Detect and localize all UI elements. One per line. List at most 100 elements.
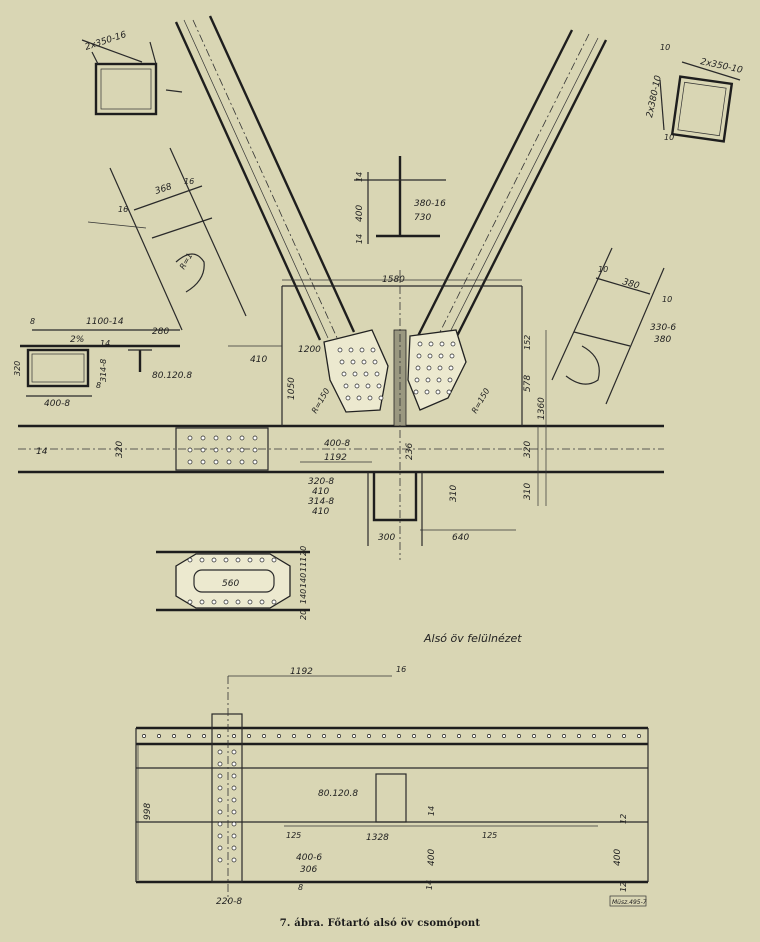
bolt-hole: [345, 395, 351, 401]
bolt-hole: [416, 353, 422, 359]
bolt-hole: [439, 341, 445, 347]
bolt-hole: [231, 773, 237, 779]
bolt-hole: [231, 785, 237, 791]
bolt-hole: [446, 389, 452, 395]
bolt-hole: [231, 821, 237, 827]
dim-152: 152: [523, 335, 532, 350]
dim-box-right-10b: 10: [664, 133, 674, 142]
bolt-hole: [502, 734, 506, 738]
bolt-hole: [425, 377, 431, 383]
bolt-hole: [217, 857, 223, 863]
bolt-hole: [217, 749, 223, 755]
bolt-hole: [226, 435, 232, 441]
bolt-hole: [426, 365, 432, 371]
bolt-hole: [607, 734, 611, 738]
bolt-hole: [412, 734, 416, 738]
dim-chord-80: 80.120.8: [152, 371, 192, 381]
dim-b12b: 12: [619, 882, 628, 892]
dim-310a: 310: [449, 485, 459, 502]
bolt-hole: [239, 459, 245, 465]
dim-chord-2pct: 2%: [70, 335, 84, 345]
bolt-hole: [365, 383, 371, 389]
bolt-hole: [252, 447, 258, 453]
dim-1192: 1192: [324, 453, 347, 463]
bolt-hole: [235, 557, 241, 563]
dim-diag-left-16b: 16: [184, 177, 194, 186]
chord-section: 8 1100-14 280 2% 14 314-8 8 320 400-8 80…: [13, 317, 192, 409]
dim-b306: 306: [300, 865, 317, 875]
bolt-hole: [271, 599, 277, 605]
dim-p140a: 140: [299, 573, 308, 588]
bolt-hole: [217, 833, 223, 839]
dim-314-8: 314-8: [308, 497, 334, 507]
bolt-hole: [187, 459, 193, 465]
bolt-hole: [217, 773, 223, 779]
bolt-hole: [211, 557, 217, 563]
bolt-hole: [213, 447, 219, 453]
dim-410c: 410: [312, 507, 329, 517]
dim-t-380: 380-16: [414, 199, 446, 209]
bolt-hole: [517, 734, 521, 738]
bolt-hole: [457, 734, 461, 738]
dim-578: 578: [523, 375, 533, 392]
dim-diag-right-330: 330-6: [650, 323, 676, 333]
bolt-hole: [350, 359, 356, 365]
bolt-hole: [231, 809, 237, 815]
bolt-hole: [348, 347, 354, 353]
dim-b998: 998: [143, 803, 153, 820]
dim-r150-left: R=150: [310, 387, 332, 415]
bolt-hole: [448, 365, 454, 371]
dim-p111: 111: [299, 557, 308, 572]
bolt-hole: [187, 734, 191, 738]
dim-b125a: 125: [286, 831, 301, 840]
bolt-hole: [374, 371, 380, 377]
dim-chord-8b: 8: [96, 381, 101, 390]
dim-320a: 320: [115, 441, 125, 458]
dim-410b: 410: [312, 487, 329, 497]
bolt-hole: [372, 359, 378, 365]
dim-box-right: 2x350-10: [699, 57, 743, 76]
bolt-hole: [217, 734, 221, 738]
bolt-hole: [562, 734, 566, 738]
bolt-hole: [142, 734, 146, 738]
bolt-hole: [367, 734, 371, 738]
bolt-hole: [217, 761, 223, 767]
bolt-hole: [223, 599, 229, 605]
dim-t-730: 730: [414, 213, 431, 223]
bolt-hole: [337, 734, 341, 738]
bolt-hole: [231, 857, 237, 863]
dim-diag-right-10b: 10: [662, 295, 672, 304]
bolt-hole: [172, 734, 176, 738]
bolt-hole: [231, 833, 237, 839]
bolt-hole: [370, 347, 376, 353]
bolt-hole: [352, 734, 356, 738]
dim-p20a: 20: [299, 546, 308, 556]
bolt-hole: [427, 353, 433, 359]
bolt-hole: [231, 797, 237, 803]
bolt-hole: [449, 353, 455, 359]
bolt-hole: [262, 734, 266, 738]
bolt-hole: [343, 383, 349, 389]
bolt-hole: [271, 557, 277, 563]
bolt-hole: [252, 435, 258, 441]
bolt-hole: [417, 341, 423, 347]
bolt-hole: [187, 557, 193, 563]
dim-14: 14: [36, 447, 48, 457]
bolt-hole: [213, 459, 219, 465]
bolt-holes: [142, 341, 641, 863]
dim-1200: 1200: [298, 345, 321, 355]
dim-chord-280: 280: [152, 327, 169, 337]
dim-b125b: 125: [482, 831, 497, 840]
bolt-hole: [363, 371, 369, 377]
dim-b14: 14: [427, 806, 436, 816]
dim-box-left: 2x350-16: [84, 30, 128, 53]
dim-p560: 560: [222, 579, 239, 589]
bolt-hole: [247, 734, 251, 738]
right-diagonal: 10 380 10 330-6 380: [414, 29, 676, 405]
dim-400-8: 400-8: [324, 439, 350, 449]
box-section-left: 2x350-16: [81, 30, 183, 116]
dim-236: 236: [405, 443, 415, 460]
bolt-hole: [213, 435, 219, 441]
bolt-hole: [292, 734, 296, 738]
dim-chord-1100: 1100-14: [86, 317, 124, 327]
